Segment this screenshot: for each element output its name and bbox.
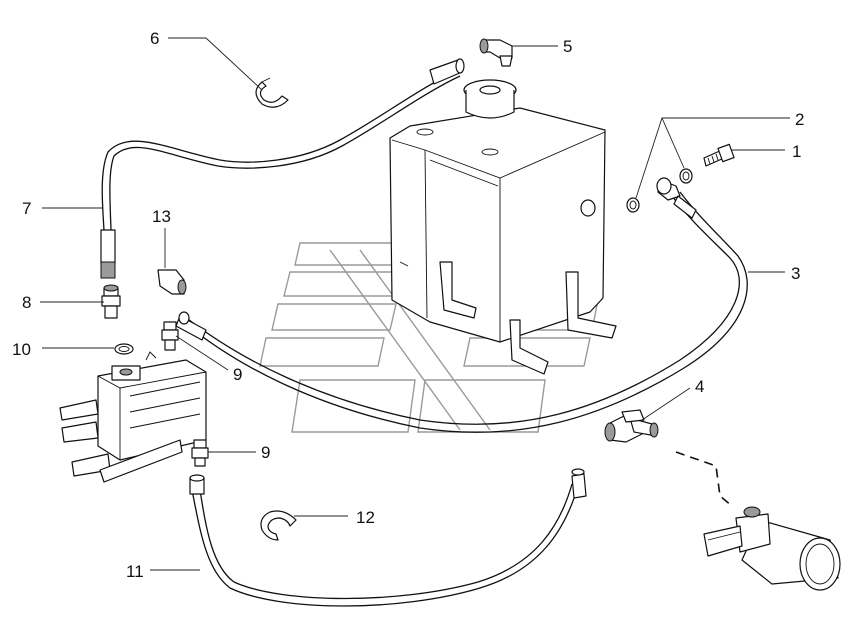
callout-12: 12 bbox=[356, 508, 375, 527]
part-13-elbow bbox=[157, 269, 187, 295]
reservoir-tank bbox=[389, 79, 617, 375]
part-4-angled-fitting bbox=[604, 409, 659, 443]
callout-9-upper: 9 bbox=[233, 365, 242, 384]
part-9-lower-fitting bbox=[191, 439, 209, 467]
callout-9-lower: 9 bbox=[261, 443, 270, 462]
callout-4: 4 bbox=[695, 377, 704, 396]
part-11-lower-hose bbox=[189, 468, 587, 607]
part-6-clip bbox=[255, 77, 289, 108]
callout-10: 10 bbox=[12, 340, 31, 359]
callout-3: 3 bbox=[791, 264, 800, 283]
callout-11: 11 bbox=[126, 562, 144, 581]
dashed-connection-line bbox=[675, 451, 733, 507]
part-2-seal-rings bbox=[626, 168, 693, 213]
callout-7: 7 bbox=[22, 199, 31, 218]
part-5-elbow-fitting bbox=[479, 38, 513, 67]
part-7-upper-hose bbox=[100, 58, 465, 279]
callout-6: 6 bbox=[150, 29, 159, 48]
part-1-banjo-bolt bbox=[703, 143, 735, 167]
control-valve-block bbox=[59, 351, 207, 483]
callout-1: 1 bbox=[792, 142, 801, 161]
part-10-o-ring bbox=[114, 343, 134, 355]
leader-lines bbox=[40, 37, 790, 571]
callout-5: 5 bbox=[563, 37, 572, 56]
part-8-fitting bbox=[101, 284, 121, 319]
callout-8: 8 bbox=[22, 293, 31, 312]
pump-motor bbox=[703, 506, 841, 591]
callout-13: 13 bbox=[152, 207, 171, 226]
part-12-snap-ring bbox=[260, 510, 297, 541]
callout-2: 2 bbox=[795, 110, 804, 129]
part-3-long-hose bbox=[175, 177, 748, 433]
